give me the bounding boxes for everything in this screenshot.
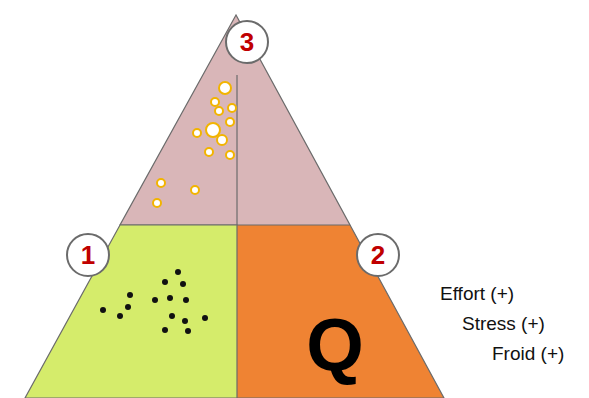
divider-line — [236, 75, 237, 225]
dots — [100, 269, 208, 334]
callout-number: 2 — [356, 233, 400, 277]
top-region — [120, 15, 350, 225]
factor-note: Froid (+) — [492, 344, 564, 365]
factor-note: Stress (+) — [462, 314, 545, 335]
fat-droplets — [153, 82, 236, 207]
factor-note: Effort (+) — [440, 284, 514, 305]
region-box: Q — [237, 225, 445, 398]
region-letter: Q — [306, 308, 364, 382]
callout-number: 3 — [225, 20, 269, 64]
callout-number: 1 — [66, 233, 110, 277]
left-region — [25, 225, 237, 398]
